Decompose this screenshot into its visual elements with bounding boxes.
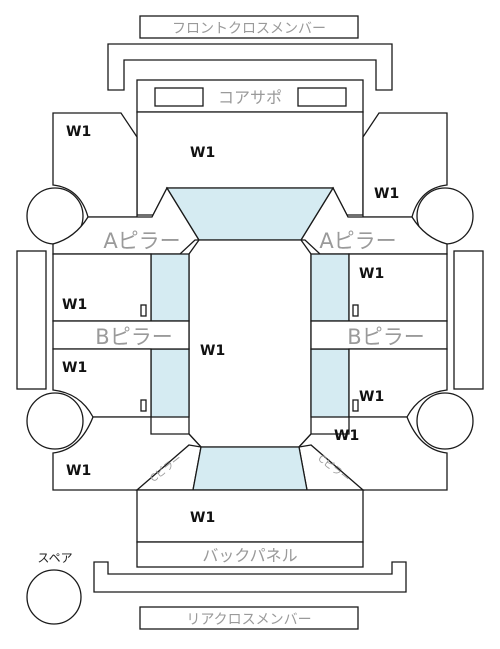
- spare-tire-label: スペア: [37, 551, 72, 565]
- headlight-left[interactable]: [154, 87, 204, 107]
- core-support-label: コアサポ: [218, 88, 282, 107]
- b-pillar-left-label: Bピラー: [95, 325, 172, 349]
- a-pillar-left-label: Aピラー: [103, 229, 180, 253]
- rear-cross-member-box[interactable]: [139, 606, 359, 630]
- rear-right-quarter-rating: W1: [334, 428, 359, 444]
- front-right-fender-rating: W1: [374, 186, 399, 202]
- right-side-sill[interactable]: [453, 250, 484, 390]
- trunk-rating: W1: [190, 510, 215, 526]
- front-bumper[interactable]: [107, 43, 393, 91]
- a-pillar-right-label: Aピラー: [319, 229, 396, 253]
- rear-left-door-handle[interactable]: [140, 399, 147, 412]
- front-right-door-rating: W1: [359, 266, 384, 282]
- left-side-sill[interactable]: [16, 250, 47, 390]
- front-right-door[interactable]: [348, 253, 448, 322]
- trunk-lid[interactable]: [136, 489, 364, 543]
- hood-rating: W1: [190, 145, 215, 161]
- front-left-fender[interactable]: [52, 112, 138, 218]
- front-left-window[interactable]: [150, 253, 190, 322]
- rear-window[interactable]: [192, 446, 308, 491]
- rear-left-door-rating: W1: [62, 360, 87, 376]
- rear-right-wheel[interactable]: [416, 392, 474, 450]
- rear-bumper[interactable]: [93, 561, 407, 593]
- front-left-door-handle[interactable]: [140, 304, 147, 317]
- front-left-door-rating: W1: [62, 297, 87, 313]
- rear-left-quarter-rating: W1: [66, 463, 91, 479]
- front-right-window[interactable]: [310, 253, 350, 322]
- front-cross-member-label: フロントクロスメンバー: [172, 21, 326, 37]
- spare-tire[interactable]: [26, 569, 82, 625]
- rear-left-wheel[interactable]: [26, 392, 84, 450]
- rear-right-door-handle[interactable]: [352, 399, 359, 412]
- front-cross-member-box[interactable]: [139, 15, 359, 39]
- front-right-fender[interactable]: [362, 112, 448, 218]
- rear-right-window[interactable]: [310, 348, 350, 418]
- rear-right-door-rating: W1: [359, 389, 384, 405]
- roof-rating: W1: [200, 343, 225, 359]
- back-panel[interactable]: [136, 541, 364, 568]
- rear-left-window[interactable]: [150, 348, 190, 418]
- rear-cross-member-label: リアクロスメンバー: [186, 612, 311, 628]
- front-left-fender-rating: W1: [66, 124, 91, 140]
- front-right-door-handle[interactable]: [352, 304, 359, 317]
- back-panel-label: バックパネル: [202, 546, 297, 565]
- b-pillar-right-label: Bピラー: [347, 325, 424, 349]
- headlight-right[interactable]: [297, 87, 347, 107]
